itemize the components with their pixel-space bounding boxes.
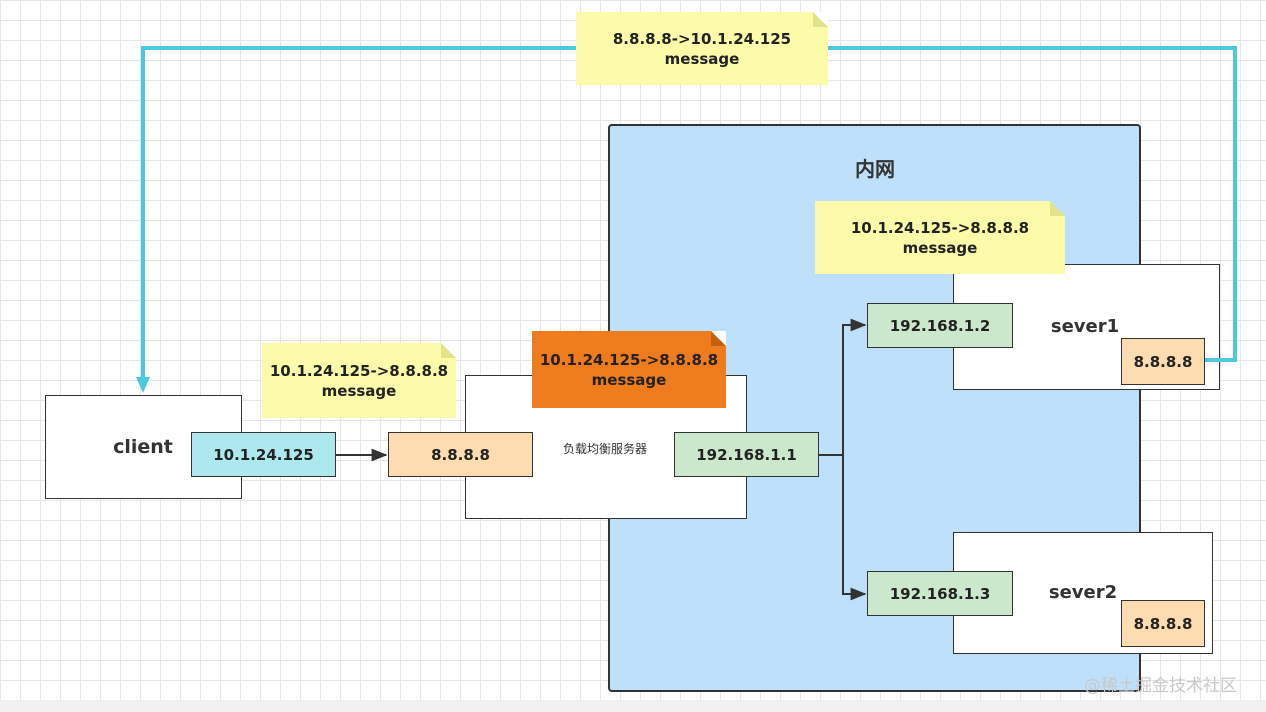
note-fold-icon <box>441 343 456 358</box>
client-note-line2: message <box>321 381 397 400</box>
load-balancer-label: 负载均衡服务器 <box>562 442 647 456</box>
server1-private-ip: 192.168.1.2 <box>867 303 1013 348</box>
client-label: client <box>113 436 173 458</box>
note-fold-icon <box>711 331 726 346</box>
load-balancer-public-ip: 8.8.8.8 <box>388 432 533 477</box>
server2-label: sever2 <box>1048 582 1118 603</box>
watermark: @稀土掘金技术社区 <box>1084 676 1237 696</box>
client-packet-note: 10.1.24.125->8.8.8.8 message <box>262 343 456 418</box>
note-fold-icon <box>813 12 828 27</box>
server2-private-ip: 192.168.1.3 <box>867 571 1013 616</box>
return-packet-note: 8.8.8.8->10.1.24.125 message <box>576 12 828 85</box>
return-note-line1: 8.8.8.8->10.1.24.125 <box>612 29 792 48</box>
server1-label: sever1 <box>1050 316 1120 337</box>
note-fold-icon <box>1050 201 1065 216</box>
lb-to-server2-arrow <box>842 455 867 601</box>
server1-note-line1: 10.1.24.125->8.8.8.8 <box>850 218 1030 237</box>
server1-vip: 8.8.8.8 <box>1121 338 1205 385</box>
lb-note-line2: message <box>591 370 667 389</box>
return-note-line2: message <box>664 49 740 68</box>
internal-network-title: 内网 <box>855 157 895 181</box>
bottom-bar <box>0 700 1266 712</box>
server1-note-line2: message <box>902 238 978 257</box>
lb-packet-note: 10.1.24.125->8.8.8.8 message <box>532 331 726 408</box>
server2-vip: 8.8.8.8 <box>1121 600 1205 647</box>
return-path-line <box>141 46 1237 380</box>
load-balancer-private-ip: 192.168.1.1 <box>674 432 819 477</box>
lb-to-server1-arrow <box>819 318 867 456</box>
return-path-arrowhead <box>136 377 150 393</box>
client-note-line1: 10.1.24.125->8.8.8.8 <box>269 361 449 380</box>
server1-packet-note: 10.1.24.125->8.8.8.8 message <box>815 201 1065 274</box>
client-ip: 10.1.24.125 <box>191 432 336 477</box>
lb-note-line1: 10.1.24.125->8.8.8.8 <box>539 350 719 369</box>
